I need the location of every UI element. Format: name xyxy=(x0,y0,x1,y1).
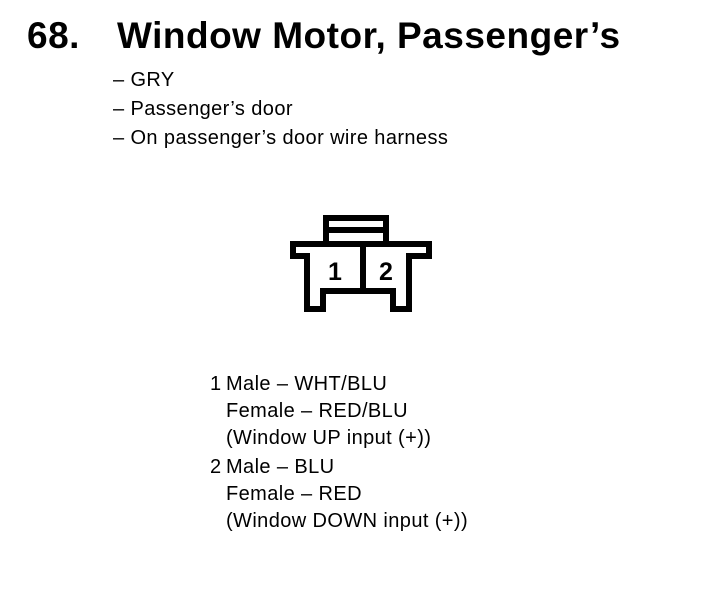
detail-wire-color: – GRY xyxy=(113,69,175,91)
connector-body-outline xyxy=(290,241,432,312)
detail-location: – Passenger’s door xyxy=(113,98,293,120)
connector-diagram: 1 2 xyxy=(288,213,434,315)
cavity-label-1: 1 xyxy=(328,258,342,286)
section-title-row: 68. Window Motor, Passenger’s xyxy=(27,14,621,58)
section-number: 68. xyxy=(27,15,80,56)
page-title: Window Motor, Passenger’s xyxy=(117,15,621,56)
pin-signal-line: (Window UP input (+)) xyxy=(226,427,432,449)
pin-entry-1: 1 Male – WHT/BLU Female – RED/BLU (Windo… xyxy=(210,371,468,452)
pin-lines: Male – BLU Female – RED (Window DOWN inp… xyxy=(226,454,468,535)
pin-male-wire-line: Male – WHT/BLU xyxy=(226,373,388,395)
pin-female-wire-line: Female – RED xyxy=(226,483,362,505)
pin-number: 1 xyxy=(210,373,222,395)
pin-number: 2 xyxy=(210,456,222,478)
pin-entry-2: 2 Male – BLU Female – RED (Window DOWN i… xyxy=(210,454,468,535)
cavity-label-2: 2 xyxy=(379,258,393,286)
pin-male-wire-line: Male – BLU xyxy=(226,456,335,478)
detail-harness: – On passenger’s door wire harness xyxy=(113,127,449,149)
pin-signal-line: (Window DOWN input (+)) xyxy=(226,510,469,532)
connector-detail-list: – GRY – Passenger’s door – On passenger’… xyxy=(113,66,448,153)
pin-lines: Male – WHT/BLU Female – RED/BLU (Window … xyxy=(226,371,431,452)
pin-female-wire-line: Female – RED/BLU xyxy=(226,400,409,422)
pin-list: 1 Male – WHT/BLU Female – RED/BLU (Windo… xyxy=(210,371,468,535)
